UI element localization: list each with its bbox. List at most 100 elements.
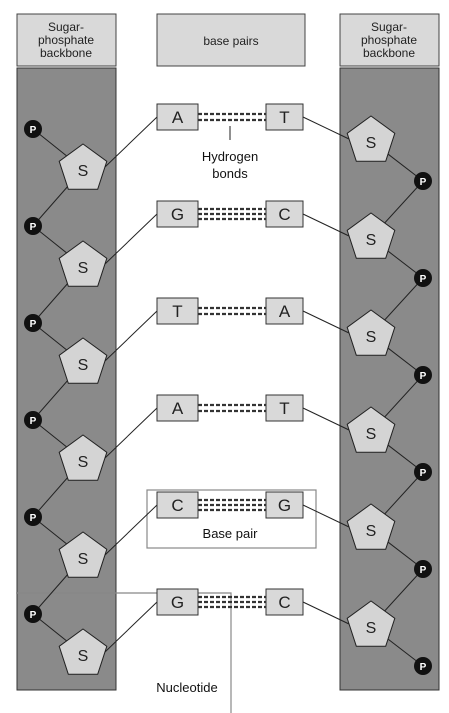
base-pair-row: S P S P G C: [24, 588, 432, 675]
hydrogen-bonds-label-line-1: Hydrogen: [202, 149, 258, 164]
right-sugar-label: S: [366, 232, 377, 249]
base-pairs-header-label: base pairs: [203, 34, 258, 48]
left-backbone-header-line-2: phosphate: [38, 33, 94, 47]
left-phosphate-label: P: [30, 125, 37, 136]
left-base-box: [156, 200, 199, 228]
left-base-sugar-link: [104, 213, 158, 265]
right-base-label: C: [278, 593, 290, 612]
left-sugar-label: S: [78, 454, 89, 471]
right-sugar: [346, 600, 396, 647]
left-phosphate-label: P: [30, 416, 37, 427]
left-base-box: [156, 297, 199, 325]
right-phosphate: [414, 366, 432, 384]
left-phosphate-label: P: [30, 610, 37, 621]
base-pair-row: S P S P T A: [24, 297, 432, 384]
left-base-label: A: [172, 108, 184, 127]
left-phosphate-label: P: [30, 513, 37, 524]
right-backbone-header-line-2: phosphate: [361, 33, 417, 47]
right-phosphate: [414, 269, 432, 287]
right-base-sugar-link: [302, 213, 350, 237]
right-base-box: [265, 588, 304, 616]
left-sugar: [58, 143, 108, 190]
right-base-box: [265, 103, 304, 131]
right-sugar: [346, 115, 396, 162]
left-base-sugar-link: [104, 601, 158, 653]
left-sugar-label: S: [78, 357, 89, 374]
right-sugar: [346, 309, 396, 356]
right-sugar: [346, 406, 396, 453]
left-base-sugar-link: [104, 504, 158, 556]
left-sugar: [58, 434, 108, 481]
right-phosphate-label: P: [420, 468, 427, 479]
left-base-label: T: [172, 302, 182, 321]
right-base-label: C: [278, 205, 290, 224]
hydrogen-bonds-label-line-2: bonds: [212, 166, 248, 181]
left-base-label: A: [172, 399, 184, 418]
left-sugar-label: S: [78, 648, 89, 665]
left-phosphate: [24, 605, 42, 623]
left-sugar: [58, 240, 108, 287]
left-base-label: G: [171, 205, 184, 224]
nucleotide-bracket: [16, 592, 232, 713]
nucleotide-label: Nucleotide: [156, 680, 217, 695]
left-base-box: [156, 491, 199, 519]
right-base-label: T: [279, 399, 289, 418]
left-backbone-header-line-1: Sugar-: [48, 20, 84, 34]
right-base-label: G: [278, 496, 291, 515]
left-phosphate: [24, 314, 42, 332]
base-pair-label: Base pair: [203, 526, 259, 541]
left-base-label: C: [171, 496, 183, 515]
right-sugar-label: S: [366, 135, 377, 152]
left-base-sugar-link: [104, 116, 158, 168]
right-base-sugar-link: [302, 310, 350, 334]
right-phosphate-label: P: [420, 565, 427, 576]
right-base-label: T: [279, 108, 289, 127]
right-base-sugar-link: [302, 407, 350, 431]
left-phosphate: [24, 217, 42, 235]
right-base-label: A: [279, 302, 291, 321]
right-sugar-label: S: [366, 620, 377, 637]
left-base-sugar-link: [104, 310, 158, 362]
right-base-box: [265, 297, 304, 325]
base-pair-highlight-box: [146, 489, 317, 549]
right-phosphate: [414, 463, 432, 481]
right-base-box: [265, 491, 304, 519]
hydrogen-bonds-label: Hydrogen bonds: [202, 126, 258, 181]
right-backbone-header-line-1: Sugar-: [371, 20, 407, 34]
right-phosphate-label: P: [420, 274, 427, 285]
right-sugar-label: S: [366, 523, 377, 540]
base-pairs-header: base pairs: [156, 13, 306, 67]
base-pair-row: S P S P A T: [24, 394, 432, 481]
right-backbone-header: Sugar- phosphate backbone: [339, 13, 440, 67]
right-sugar-label: S: [366, 329, 377, 346]
backbone-links: [32, 116, 424, 667]
right-phosphate: [414, 560, 432, 578]
right-base-sugar-link: [302, 116, 350, 140]
left-base-box: [156, 394, 199, 422]
left-phosphate: [24, 508, 42, 526]
right-base-box: [265, 200, 304, 228]
left-base-box: [156, 588, 199, 616]
left-phosphate: [24, 411, 42, 429]
left-base-sugar-link: [104, 407, 158, 459]
right-base-box: [265, 394, 304, 422]
left-backbone-header-line-3: backbone: [40, 46, 92, 60]
left-phosphate: [24, 120, 42, 138]
right-sugar: [346, 212, 396, 259]
right-base-sugar-link: [302, 601, 350, 625]
right-base-sugar-link: [302, 504, 350, 528]
right-phosphate-label: P: [420, 371, 427, 382]
right-backbone-header-line-3: backbone: [363, 46, 415, 60]
right-phosphate: [414, 172, 432, 190]
right-sugar-label: S: [366, 426, 377, 443]
left-sugar: [58, 337, 108, 384]
left-phosphate-label: P: [30, 319, 37, 330]
left-base-label: G: [171, 593, 184, 612]
left-backbone-header: Sugar- phosphate backbone: [16, 13, 117, 67]
right-phosphate-label: P: [420, 662, 427, 673]
